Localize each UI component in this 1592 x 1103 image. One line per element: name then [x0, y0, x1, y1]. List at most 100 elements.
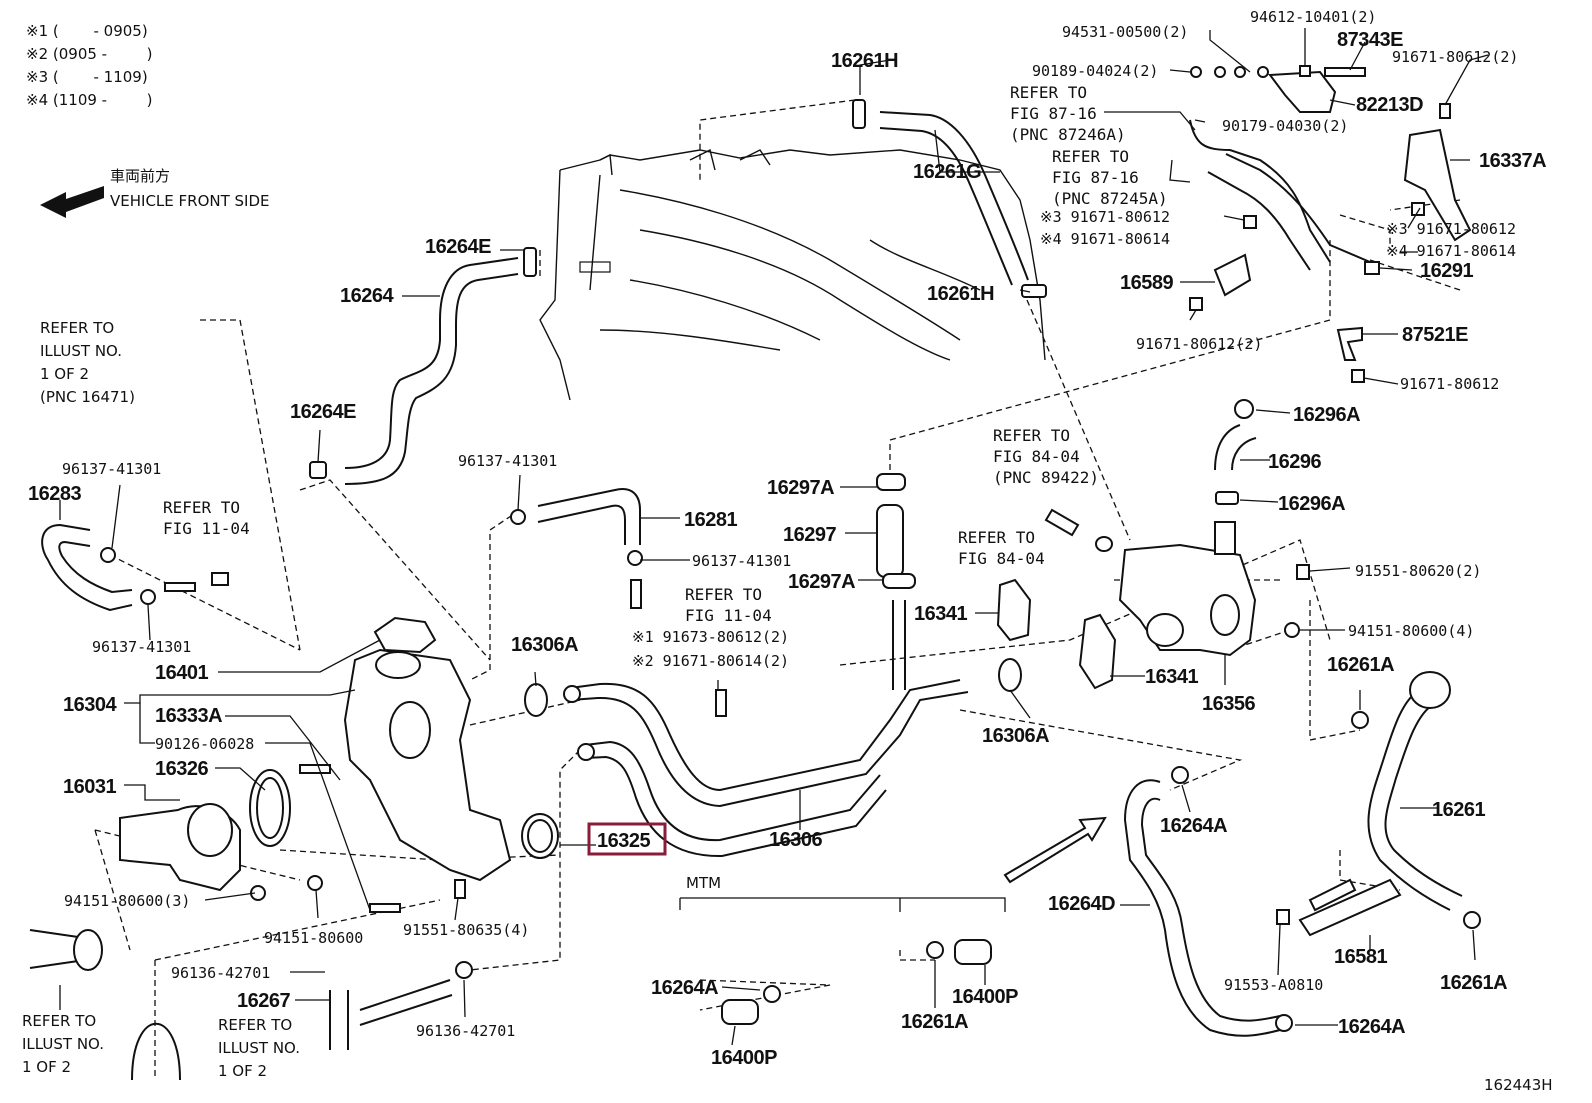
hoses	[29, 70, 1472, 1081]
reference-notes: REFER TO ILLUST NO. 1 OF 2 (PNC 16471) R…	[22, 83, 1168, 1080]
ref-note: ILLUST NO.	[22, 1035, 104, 1053]
part-label: 16031	[63, 776, 116, 798]
intake-manifold	[539, 148, 1046, 401]
bolt-icon	[1364, 261, 1380, 275]
part-label-16325: 16325	[597, 830, 650, 852]
bolt-icon	[1324, 67, 1366, 77]
part-label: 90126-06028	[155, 735, 254, 753]
part-label: 16267	[237, 990, 290, 1012]
bolt-icon	[630, 579, 642, 609]
legend-note-1: ※1 ( - 0905)	[26, 22, 148, 40]
nut-icon	[307, 875, 323, 891]
legend: ※1 ( - 0905) ※2 (0905 - ) ※3 ( - 1109) ※…	[26, 22, 152, 109]
nut-icon	[1257, 66, 1269, 78]
front-arrow-icon	[40, 186, 104, 218]
ref-note: ILLUST NO.	[218, 1039, 300, 1057]
ref-note: (PNC 89422)	[993, 468, 1099, 487]
part-label: 96137-41301	[458, 452, 557, 470]
stud-icon	[369, 903, 401, 913]
part-label: 16297A	[767, 477, 834, 499]
part-label: 91671-80612	[1400, 375, 1499, 393]
part-label: 87343E	[1337, 29, 1403, 51]
front-label-en: VEHICLE FRONT SIDE	[110, 192, 270, 210]
clamp-icon	[510, 509, 526, 525]
ref-note: REFER TO	[685, 585, 762, 604]
part-label: 16296A	[1278, 493, 1345, 515]
part-label: 16261A	[1440, 972, 1507, 994]
part-label: 16356	[1202, 693, 1255, 715]
part-label: ※3 91671-80612	[1386, 220, 1516, 238]
ref-note: FIG 11-04	[685, 606, 772, 625]
part-label: 16261	[1432, 799, 1485, 821]
part-label: 16306A	[982, 725, 1049, 747]
part-label: 16296	[1268, 451, 1321, 473]
part-label: 91671-80612(2)	[1136, 335, 1262, 353]
components	[119, 253, 1402, 937]
part-label: 94151-80600(4)	[1348, 622, 1474, 640]
part-labels: 16261H 16261G 16261H 16264E 16264 16264E…	[28, 8, 1547, 1069]
legend-note-4: ※4 (1109 - )	[26, 91, 152, 109]
ref-note: REFER TO	[1052, 147, 1129, 166]
clamp-icon	[455, 961, 473, 979]
bolt-icon	[1276, 909, 1290, 925]
part-label: 16281	[684, 509, 737, 531]
bolt-icon	[1411, 202, 1425, 216]
part-label: 16306	[769, 829, 822, 851]
part-label: 90179-04030(2)	[1222, 117, 1348, 135]
part-label: 16297	[783, 524, 836, 546]
clamp-icon	[1234, 399, 1254, 419]
part-label: 96137-41301	[692, 552, 791, 570]
part-label: 16400P	[952, 986, 1018, 1008]
part-label: 16337A	[1479, 150, 1546, 172]
bolt-icon	[1439, 103, 1451, 119]
part-label: 94612-10401(2)	[1250, 8, 1376, 26]
part-label: 87521E	[1402, 324, 1468, 346]
ref-note: FIG 87-16	[1052, 168, 1139, 187]
leader-lines	[59, 28, 1489, 1046]
ref-note: FIG 84-04	[958, 549, 1045, 568]
ref-note: 1 OF 2	[22, 1058, 71, 1076]
part-label: 16264	[340, 285, 394, 307]
stud-icon	[164, 582, 196, 592]
part-label: 16306A	[511, 634, 578, 656]
clamp-icon	[627, 550, 643, 566]
highlight-box	[587, 822, 667, 856]
part-label: 16326	[155, 758, 208, 780]
part-label: 16261G	[913, 161, 981, 183]
part-label: 16264E	[425, 236, 491, 258]
highlighted-part-16325[interactable]: 16325	[587, 822, 667, 856]
clamp-icon	[1275, 1014, 1293, 1032]
part-label: 91551-80635(4)	[403, 921, 529, 939]
part-label: 16341	[1145, 666, 1198, 688]
part-label: 96137-41301	[62, 460, 161, 478]
front-direction: 車両前方 VEHICLE FRONT SIDE	[40, 167, 270, 218]
clamp-icon	[1171, 766, 1189, 784]
bolt-icon	[454, 879, 466, 899]
part-label: 16291	[1420, 260, 1473, 282]
ref-note: REFER TO	[218, 1016, 292, 1034]
front-label-jp: 車両前方	[110, 167, 170, 185]
legend-note-2: ※2 (0905 - )	[26, 45, 152, 63]
guide-lines	[94, 99, 1461, 1080]
part-label: 16261A	[901, 1011, 968, 1033]
nut-icon	[1234, 66, 1246, 78]
bolt-icon	[211, 572, 229, 586]
clamp-icon	[1463, 911, 1481, 929]
legend-note-3: ※3 ( - 1109)	[26, 68, 148, 86]
part-label: 90189-04024(2)	[1032, 62, 1158, 80]
clamp-icon	[1215, 491, 1239, 505]
nut-icon	[1299, 65, 1311, 77]
part-label: 16581	[1334, 946, 1387, 968]
bolt-icon	[1243, 215, 1257, 229]
part-label: 96137-41301	[92, 638, 191, 656]
part-label: 16264E	[290, 401, 356, 423]
clamp-icon	[926, 941, 944, 959]
part-label: 91671-80612(2)	[1392, 48, 1518, 66]
ref-note: FIG 84-04	[993, 447, 1080, 466]
nut-icon	[1190, 66, 1202, 78]
diagram-id: 162443H	[1484, 1076, 1553, 1094]
bolt-icon	[1296, 564, 1310, 580]
mtm-label: MTM	[686, 874, 721, 892]
ref-note: REFER TO	[1010, 83, 1087, 102]
